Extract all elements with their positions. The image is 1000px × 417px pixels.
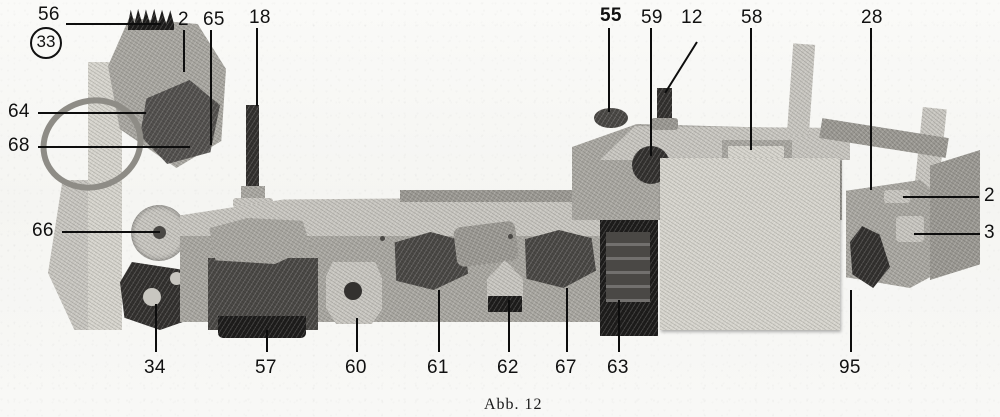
bed-fastener-a bbox=[436, 234, 441, 239]
callout-67: 67 bbox=[555, 357, 577, 378]
leader-63 bbox=[618, 300, 620, 352]
callout-57: 57 bbox=[255, 357, 277, 378]
leader-95 bbox=[850, 290, 852, 352]
recess-63-slats bbox=[606, 232, 650, 302]
terminal-strip-62 bbox=[488, 296, 522, 312]
callout-60: 60 bbox=[345, 357, 367, 378]
right-end-cap-3 bbox=[896, 216, 924, 242]
bracket-boss-hole bbox=[143, 288, 161, 306]
leader-2-right bbox=[903, 196, 979, 198]
leader-18 bbox=[256, 28, 258, 106]
callout-64: 64 bbox=[8, 101, 30, 122]
right-terminal-2 bbox=[884, 190, 910, 203]
callout-2-right: 2 bbox=[984, 185, 995, 206]
callout-28: 28 bbox=[861, 7, 883, 28]
leader-67 bbox=[566, 288, 568, 352]
leader-55 bbox=[608, 28, 610, 112]
shaft-base-flange bbox=[233, 198, 273, 208]
callout-66: 66 bbox=[32, 220, 54, 241]
right-rear-plate bbox=[930, 150, 980, 280]
leader-34 bbox=[155, 304, 157, 352]
callout-68: 68 bbox=[8, 135, 30, 156]
leader-28 bbox=[870, 28, 872, 190]
callout-3-right: 3 bbox=[984, 222, 995, 243]
leader-68 bbox=[38, 146, 190, 148]
leader-3-right bbox=[914, 233, 980, 235]
callout-62: 62 bbox=[497, 357, 519, 378]
pin-12-base bbox=[651, 118, 678, 130]
callout-2-top: 2 bbox=[178, 9, 189, 30]
leader-64 bbox=[38, 112, 146, 114]
bracket-pivot-hole bbox=[170, 272, 183, 285]
pin-terminal-12 bbox=[657, 88, 672, 120]
leader-57 bbox=[266, 330, 268, 352]
vertical-shaft-18 bbox=[246, 105, 259, 190]
leader-59 bbox=[650, 28, 652, 156]
knurled-cap-55 bbox=[594, 108, 628, 128]
callout-34: 34 bbox=[144, 357, 166, 378]
callout-58: 58 bbox=[741, 7, 763, 28]
callout-63: 63 bbox=[607, 357, 629, 378]
callout-65: 65 bbox=[203, 9, 225, 30]
leader-62 bbox=[508, 300, 510, 352]
callout-61: 61 bbox=[427, 357, 449, 378]
bed-fastener-c bbox=[380, 236, 385, 241]
bed-fastener-b bbox=[508, 234, 513, 239]
callout-18: 18 bbox=[249, 7, 271, 28]
leader-56 bbox=[66, 23, 161, 25]
shaft-collar bbox=[241, 186, 265, 200]
leader-2-top bbox=[183, 30, 185, 72]
leader-66 bbox=[62, 231, 160, 233]
callout-56: 56 bbox=[38, 4, 60, 25]
boss-60-bore bbox=[344, 282, 362, 300]
leader-65 bbox=[210, 30, 212, 145]
callout-59: 59 bbox=[641, 7, 663, 28]
circled-ref-33: 33 bbox=[30, 27, 62, 59]
figure-caption: Abb. 12 bbox=[484, 396, 543, 413]
motor-sump-57 bbox=[218, 316, 306, 338]
leader-61 bbox=[438, 290, 440, 352]
leader-58 bbox=[750, 28, 752, 150]
callout-55: 55 bbox=[600, 5, 622, 26]
coil-barrel-62 bbox=[452, 220, 520, 268]
leader-60 bbox=[356, 318, 358, 352]
large-front-panel bbox=[660, 158, 840, 330]
callout-12: 12 bbox=[681, 7, 703, 28]
callout-95: 95 bbox=[839, 357, 861, 378]
